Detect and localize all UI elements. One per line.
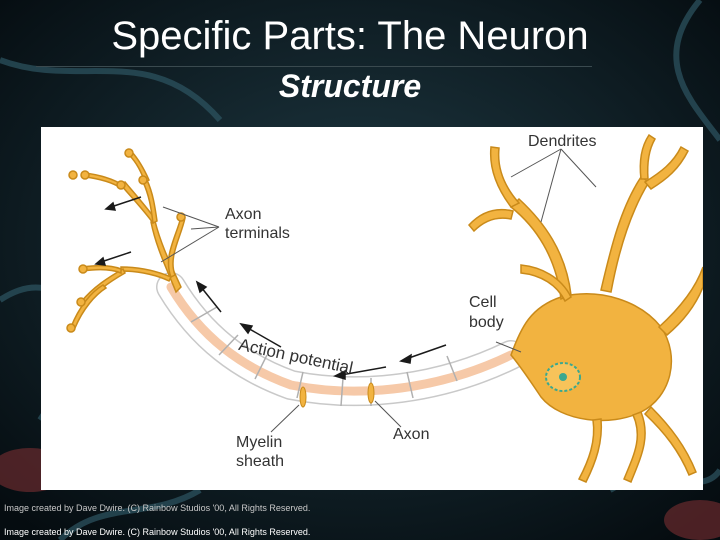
cell-body: [468, 133, 703, 483]
signal-arrows: [94, 196, 447, 381]
axon-shaft: [156, 272, 526, 408]
slide-subtitle: Structure: [278, 68, 422, 104]
label-axon-terminals-line2: terminals: [225, 225, 290, 242]
neuron-diagram: Dendrites Axon terminals Cell body Actio…: [41, 127, 703, 490]
label-cell-body-line1: Cell: [469, 294, 497, 311]
terminal-buttons: [66, 148, 186, 333]
label-axon-terminals-line1: Axon: [225, 206, 262, 223]
label-myelin-line2: sheath: [236, 453, 285, 470]
slide-title: Specific Parts: The Neuron: [111, 14, 589, 58]
image-credit-faded: Image created by Dave Dwire. (C) Rainbow…: [4, 503, 311, 513]
title-divider: [36, 66, 592, 67]
neuron-illustration: [66, 133, 703, 483]
label-axon: Axon: [393, 426, 430, 443]
nucleus: [545, 362, 581, 392]
label-myelin-line1: Myelin: [236, 434, 283, 451]
image-credit: Image created by Dave Dwire. (C) Rainbow…: [4, 527, 311, 537]
label-dendrites: Dendrites: [528, 133, 597, 150]
label-cell-body-line2: body: [469, 314, 504, 331]
label-pointers: [160, 148, 597, 433]
